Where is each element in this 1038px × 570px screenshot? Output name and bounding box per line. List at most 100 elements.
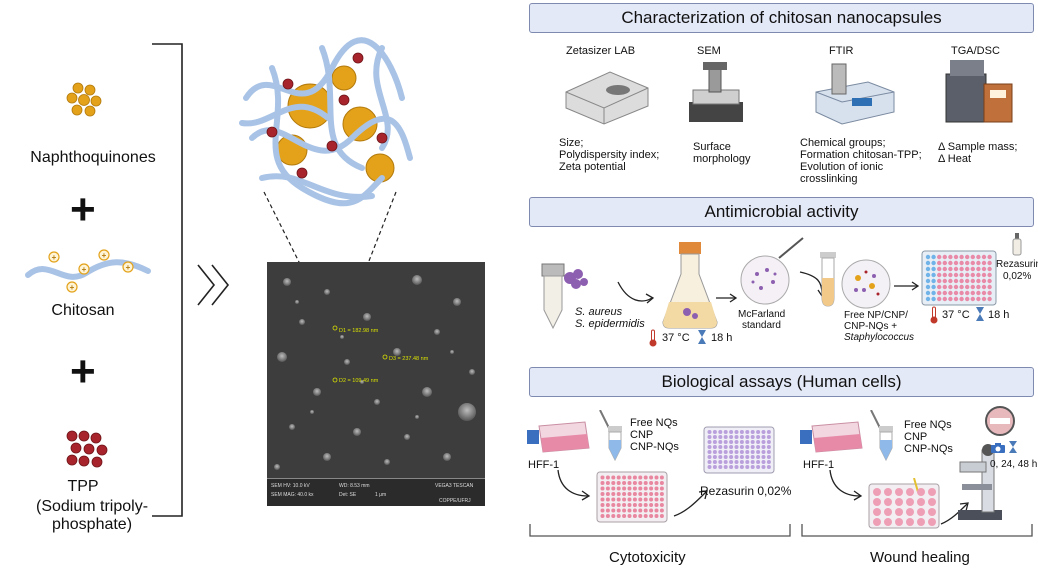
thermometer-icon (930, 306, 938, 324)
instrument-desc: Evolution of ionic (800, 161, 884, 173)
dropper-bottle-icon (1012, 233, 1022, 256)
well (729, 465, 734, 469)
well (750, 455, 755, 459)
well (723, 430, 728, 434)
well (729, 440, 734, 444)
well (766, 445, 771, 449)
well (718, 440, 723, 444)
well (654, 492, 659, 496)
well (925, 254, 931, 260)
well (766, 460, 771, 464)
well (925, 260, 931, 266)
well (600, 481, 605, 485)
well (884, 488, 892, 496)
treatment-label: Free NQs (630, 417, 678, 429)
well (627, 486, 632, 491)
well (627, 492, 632, 496)
well (739, 430, 744, 434)
well (953, 266, 959, 272)
well (750, 450, 755, 454)
well (632, 492, 637, 496)
well (948, 266, 953, 272)
well (987, 284, 992, 290)
well (884, 508, 892, 516)
tpp-full-label: (Sodium tripoly-phosphate) (35, 498, 149, 533)
rezasurin-label: 0,02% (1003, 271, 1032, 282)
well (659, 508, 664, 513)
well (712, 445, 717, 449)
well (611, 492, 616, 496)
well (761, 465, 766, 469)
well (659, 497, 664, 502)
well (976, 284, 981, 290)
well (654, 475, 659, 480)
well (734, 430, 739, 434)
well (959, 272, 964, 278)
well (953, 290, 959, 296)
well (750, 440, 755, 444)
well (729, 455, 734, 459)
well (931, 272, 936, 278)
antimicrobial-header: Antimicrobial activity (529, 197, 1034, 227)
test-tube-icon (820, 252, 836, 307)
well (654, 497, 659, 502)
well (766, 450, 771, 454)
well (659, 475, 664, 480)
well (605, 475, 610, 480)
well (948, 254, 953, 260)
well (873, 518, 881, 526)
well (981, 266, 987, 272)
well (976, 272, 981, 278)
well (970, 266, 975, 272)
well (942, 254, 947, 260)
svg-text:+: + (126, 263, 131, 272)
well (605, 503, 610, 507)
sem-brand: VEGA3 TESCAN (435, 483, 474, 489)
well (649, 486, 654, 491)
well (622, 514, 627, 518)
well (616, 486, 621, 491)
well (605, 497, 610, 502)
well (707, 445, 712, 449)
microscope-icon (958, 444, 1002, 520)
cell-flask-icon (800, 421, 863, 453)
well (729, 450, 734, 454)
well (766, 435, 771, 439)
sem-label: D3 = 237.48 nm (389, 356, 429, 362)
well (976, 278, 981, 284)
instrument-desc: Δ Sample mass; (938, 141, 1018, 153)
treatment-label: CNP (630, 429, 654, 441)
well (965, 260, 970, 266)
well (987, 260, 992, 266)
well (937, 296, 942, 302)
well (965, 290, 970, 296)
well (928, 498, 936, 506)
well (718, 450, 723, 454)
mcfarland-plate-icon (740, 237, 804, 305)
well (611, 486, 616, 491)
species-label: S. epidermidis (575, 318, 645, 330)
well (734, 460, 739, 464)
incubation-time: 18 h (711, 332, 733, 344)
well (937, 278, 942, 284)
well (937, 284, 942, 290)
well (942, 278, 947, 284)
sem-det: Det: SE (339, 492, 357, 498)
well (976, 254, 981, 260)
well (970, 272, 975, 278)
well (981, 284, 987, 290)
well (928, 508, 936, 516)
well (643, 497, 648, 502)
culture-flask-icon (662, 242, 718, 329)
well (739, 455, 744, 459)
well (622, 508, 627, 513)
well (959, 254, 964, 260)
well (959, 290, 964, 296)
ftir-icon (815, 63, 895, 125)
well (987, 290, 992, 296)
well (750, 435, 755, 439)
well (766, 440, 771, 444)
sem-hv: SEM HV: 10.0 kV (271, 483, 310, 489)
well (712, 440, 717, 444)
well (987, 254, 992, 260)
